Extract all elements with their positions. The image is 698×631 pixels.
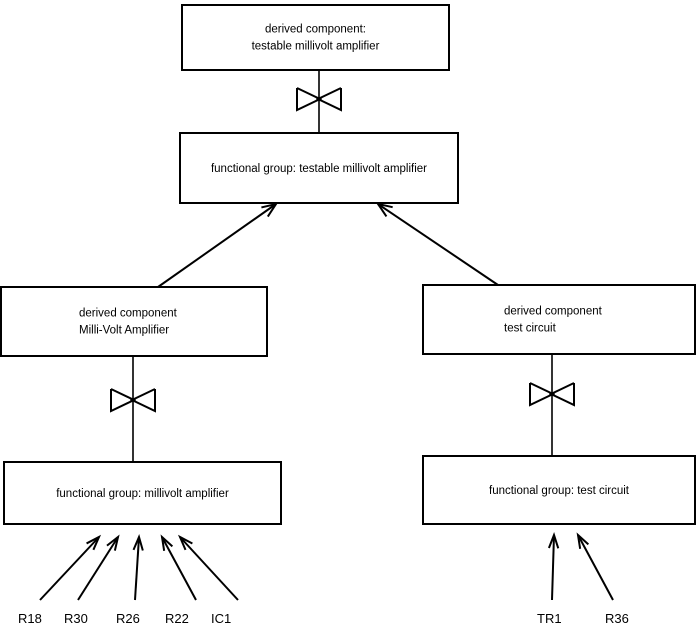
box-label: functional group: test circuit (489, 485, 630, 497)
leaf-label: R22 (165, 611, 189, 626)
box-derived-testable-millivolt-amplifier[interactable]: derived component: testable millivolt amp… (181, 4, 450, 71)
leaf-arrow-head (160, 534, 174, 551)
arrow-head (261, 202, 279, 218)
leaf-node-leaf-tr1[interactable]: TR1 (537, 532, 562, 626)
arrow-shaft (377, 203, 499, 286)
leaf-node-leaf-r26[interactable]: R26 (116, 534, 144, 626)
leaf-label: TR1 (537, 611, 562, 626)
leaf-arrow-shaft (577, 534, 614, 601)
bowtie-connector-bowtie-top (296, 70, 342, 133)
box-label: functional group: testable millivolt amp… (211, 163, 427, 175)
box-derived-test-circuit[interactable]: derived component test circuit (422, 284, 696, 355)
leaf-arrow-head (576, 532, 590, 549)
leaf-arrow-shaft (551, 534, 555, 601)
bowtie-connector-bowtie-right (529, 354, 575, 456)
bowtie-left-triangle (529, 382, 556, 407)
box-outline (181, 4, 450, 71)
leaf-node-leaf-r22[interactable]: R22 (160, 534, 197, 626)
leaf-label: R30 (64, 611, 88, 626)
box-functional-group-test-circuit[interactable]: functional group: test circuit (422, 455, 696, 525)
box-label-line2: testable millivolt amplifier (252, 41, 380, 53)
leaf-arrow-head (86, 534, 102, 551)
bowtie-left-triangle (110, 388, 137, 413)
box-outline (3, 461, 282, 525)
leaf-label: R36 (605, 611, 629, 626)
bowtie-right-triangle (129, 388, 156, 413)
leaf-label: R18 (18, 611, 42, 626)
box-outline (179, 132, 459, 204)
box-label-line2: Milli-Volt Amplifier (79, 325, 169, 337)
box-label-line1: derived component: (265, 24, 366, 36)
bowtie-left-triangle (296, 87, 323, 112)
arrow-head (375, 202, 393, 217)
box-label: functional group: millivolt amplifier (56, 488, 229, 500)
leaf-layer: R18 R30 R26 R22 IC1 TR1 R36 (18, 532, 629, 626)
leaf-arrow-shaft (179, 536, 239, 601)
leaf-arrow-shaft (161, 536, 197, 601)
leaf-label: IC1 (211, 611, 231, 626)
bowtie-right-triangle (315, 87, 342, 112)
box-outline (0, 286, 268, 357)
box-label-line1: derived component (504, 306, 603, 318)
arrow-shaft (157, 203, 277, 288)
bowtie-right-triangle (548, 382, 575, 407)
leaf-node-leaf-ic1[interactable]: IC1 (177, 534, 239, 626)
box-functional-group-millivolt-amplifier[interactable]: functional group: millivolt amplifier (3, 461, 282, 525)
box-label-line2: test circuit (504, 323, 557, 335)
generalization-arrow-layer (157, 202, 499, 288)
box-layer: derived component: testable millivolt amp… (0, 4, 696, 525)
leaf-arrow-shaft (39, 536, 100, 601)
leaf-node-leaf-r36[interactable]: R36 (576, 532, 629, 626)
leaf-arrow-head (106, 534, 120, 551)
box-outline (422, 455, 696, 525)
box-outline (422, 284, 696, 355)
leaf-label: R26 (116, 611, 140, 626)
leaf-arrow-head (132, 534, 144, 551)
box-functional-group-testable-millivolt-amplifier[interactable]: functional group: testable millivolt amp… (179, 132, 459, 204)
leaf-node-leaf-r18[interactable]: R18 (18, 534, 102, 626)
bowtie-connector-bowtie-left (110, 356, 156, 462)
generalization-arrow-arrow-test-circuit-to-testable (375, 202, 499, 286)
leaf-arrow-shaft (134, 536, 140, 601)
leaf-arrow-head (177, 534, 193, 551)
leaf-arrow-head (547, 532, 560, 549)
bowtie-layer (110, 70, 575, 462)
leaf-arrow-shaft (77, 536, 119, 601)
leaf-node-leaf-r30[interactable]: R30 (64, 534, 120, 626)
box-label-line1: derived component (79, 308, 178, 320)
generalization-arrow-arrow-millivolt-to-testable (157, 202, 279, 288)
